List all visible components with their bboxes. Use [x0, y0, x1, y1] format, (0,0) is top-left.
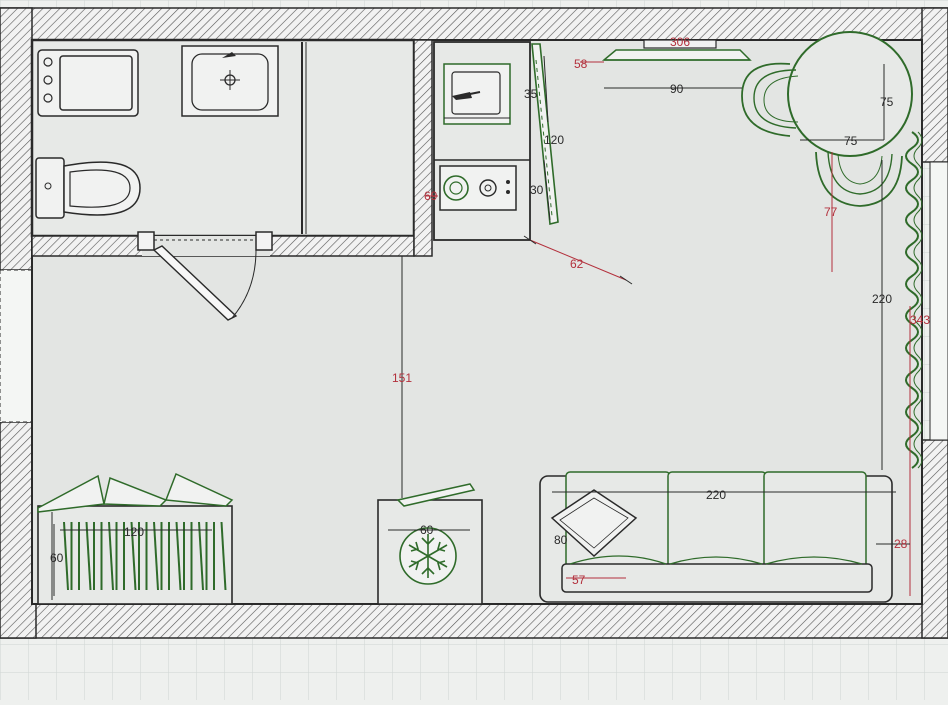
left-wall-lower	[0, 421, 37, 639]
hanger	[175, 521, 182, 591]
dim-57: 57	[572, 573, 586, 587]
curtain	[905, 131, 919, 469]
bathroom	[30, 38, 433, 321]
hanger	[130, 521, 137, 591]
top-wall	[0, 7, 948, 41]
dimension-labels: 306 58 90 35 120 30 69 62 75 75 77 220 3…	[50, 35, 930, 587]
wardrobe	[37, 472, 234, 605]
hanger	[108, 521, 114, 591]
window-right	[929, 161, 948, 441]
dim-343: 343	[910, 313, 930, 327]
dim-75-horizontal: 75	[844, 134, 858, 148]
bottom-wall	[0, 603, 948, 639]
dim-151: 151	[392, 371, 412, 385]
dim-35: 35	[524, 87, 538, 101]
dimension-lines	[53, 61, 911, 596]
dining-set	[741, 31, 913, 207]
hanger	[198, 521, 204, 591]
right-wall-lower	[921, 439, 948, 639]
door-opening	[142, 236, 270, 256]
tv-shelf	[601, 39, 752, 61]
walls	[0, 7, 948, 639]
kitchen	[426, 41, 633, 285]
dim-220-sofa: 220	[706, 488, 726, 502]
dim-75-vertical: 75	[880, 95, 894, 109]
dim-77: 77	[824, 205, 838, 219]
dim-69: 69	[424, 189, 438, 203]
dim-90: 90	[670, 82, 684, 96]
chair-left	[741, 62, 799, 137]
hanger	[63, 521, 69, 591]
dim-60-freezer: 60	[420, 523, 434, 537]
sofa	[539, 471, 893, 603]
pillow-icon	[550, 489, 638, 558]
sink-icon	[181, 45, 279, 117]
dim-120-kitchen: 120	[544, 133, 564, 147]
hanger	[153, 521, 159, 591]
entrance-left	[0, 269, 33, 423]
hanger	[220, 521, 227, 591]
dim-306: 306	[670, 35, 690, 49]
snowflake-icon	[408, 534, 448, 578]
wardrobe-hangers	[63, 521, 227, 591]
dim-120-wardrobe: 120	[124, 525, 144, 539]
round-table	[787, 31, 913, 157]
hanger	[85, 521, 92, 591]
freezer	[377, 483, 483, 605]
dim-80: 80	[554, 533, 568, 547]
dim-58: 58	[574, 57, 588, 71]
dim-60-wardrobe: 60	[50, 551, 64, 565]
chair-bottom	[815, 151, 903, 207]
kitchen-partition	[413, 39, 433, 257]
left-wall-upper	[0, 7, 33, 271]
dim-28: 28	[894, 537, 908, 551]
dim-30: 30	[530, 183, 544, 197]
washing-machine-icon	[439, 165, 517, 211]
cooktop-icon	[37, 49, 139, 117]
dim-62: 62	[570, 257, 584, 271]
right-wall-upper	[921, 7, 948, 163]
dim-220-vertical: 220	[872, 292, 892, 306]
kitchen-sink-icon	[443, 63, 511, 125]
bathroom-door	[137, 231, 273, 321]
toilet-icon	[35, 157, 141, 219]
